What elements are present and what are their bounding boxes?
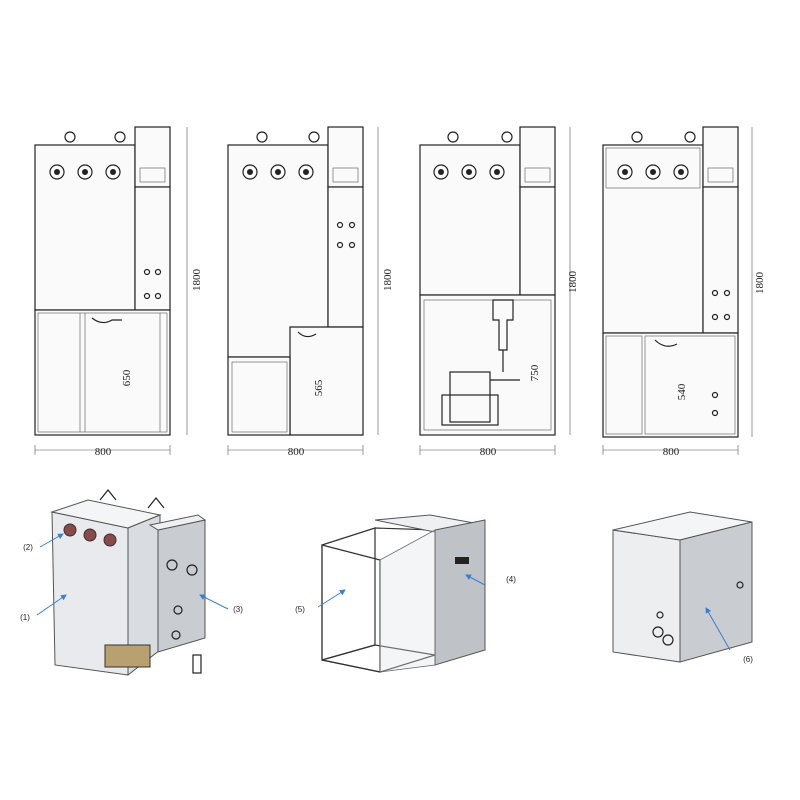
height-dimension: 1800 bbox=[567, 271, 579, 294]
transformer-icon bbox=[441, 299, 520, 426]
front-elevation-4: 800 1800 540 bbox=[602, 126, 766, 458]
callout-5-label: (5) bbox=[295, 605, 305, 614]
height-dimension: 1800 bbox=[382, 269, 394, 292]
bushing-icon bbox=[433, 164, 505, 180]
lower-height-dimension: 565 bbox=[313, 379, 325, 396]
bushing-icon bbox=[49, 164, 121, 180]
height-dimension: 1800 bbox=[754, 272, 766, 295]
callout-4-label: (4) bbox=[506, 575, 516, 584]
front-elevation-1: 800 1800 650 bbox=[34, 126, 203, 458]
isometric-switchgear-1 bbox=[36, 489, 229, 677]
callout-3-label: (3) bbox=[233, 605, 243, 614]
bushing-icon bbox=[617, 164, 689, 180]
front-elevation-2: 800 1800 565 bbox=[227, 126, 394, 458]
lower-height-dimension: 650 bbox=[121, 369, 133, 386]
height-dimension: 1800 bbox=[191, 269, 203, 292]
width-dimension: 800 bbox=[480, 446, 497, 458]
lower-height-dimension: 750 bbox=[529, 364, 541, 381]
front-elevation-3: 800 1800 750 bbox=[419, 126, 579, 458]
callout-2-label: (2) bbox=[23, 543, 33, 552]
bushing-icon bbox=[242, 164, 314, 180]
callout-1-label: (1) bbox=[20, 613, 30, 622]
callout-6-label: (6) bbox=[743, 655, 753, 664]
lower-height-dimension: 540 bbox=[676, 383, 688, 400]
width-dimension: 800 bbox=[95, 446, 112, 458]
isometric-enclosure bbox=[612, 511, 753, 663]
width-dimension: 800 bbox=[663, 446, 680, 458]
width-dimension: 800 bbox=[288, 446, 305, 458]
isometric-frame bbox=[317, 514, 486, 673]
